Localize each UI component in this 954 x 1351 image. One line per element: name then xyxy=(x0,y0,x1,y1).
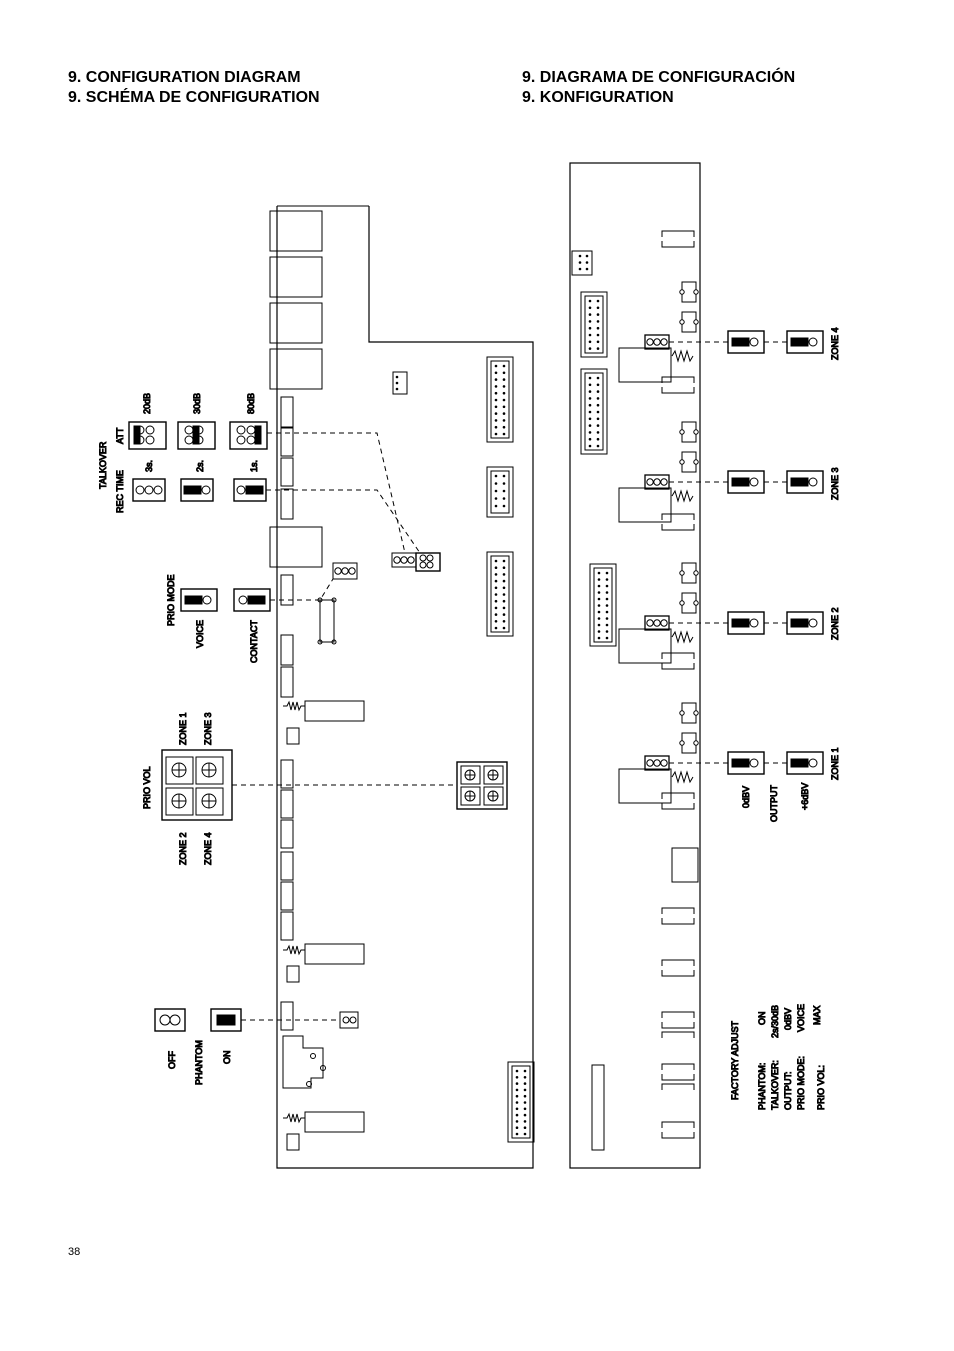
right-clips xyxy=(661,230,695,1139)
phantom-label: PHANTOM xyxy=(194,1040,204,1085)
zone-3-label: ZONE 3 xyxy=(830,467,840,500)
att-jumpers xyxy=(128,421,268,450)
zone-4-label: ZONE 4 xyxy=(830,327,840,360)
prio-mode-label: PRIO MODE xyxy=(166,574,176,626)
onboard-jumper-detail xyxy=(334,554,434,575)
rec-1s-label: 1s. xyxy=(249,460,259,472)
page-number: 38 xyxy=(68,1246,81,1258)
title-left-2: 9. SCHÉMA DE CONFIGURATION xyxy=(68,89,320,106)
prio-vol-label: PRIO VOL xyxy=(142,766,152,809)
prio-zone3-label: ZONE 3 xyxy=(203,712,213,745)
prio-zone2-label: ZONE 2 xyxy=(178,832,188,865)
on-label: ON xyxy=(222,1051,232,1065)
att-jumper-detail xyxy=(133,425,262,445)
onboard-jumpers xyxy=(332,552,441,580)
talkover-label: TALKOVER xyxy=(98,441,108,489)
factory-adjust-title: FACTORY ADJUST xyxy=(730,1020,740,1100)
left-connector-blocks xyxy=(269,210,323,1031)
factory-priovol-value: MAX xyxy=(812,1005,822,1025)
left-pin-headers xyxy=(392,356,535,1143)
left-board-outline xyxy=(276,205,534,1169)
left-dashed-lines xyxy=(232,432,457,1021)
contact-label: CONTACT xyxy=(249,620,259,663)
prio-vol-pots xyxy=(161,749,508,821)
prio-jumper-detail xyxy=(184,595,266,605)
left-labels: TALKOVER REC TIME ATT 20dB 30dB 80dB 3s.… xyxy=(98,392,260,1085)
right-pin-headers xyxy=(571,250,699,1151)
factory-talkover-value: 2s/30dB xyxy=(770,1005,780,1038)
factory-priovol-name: PRIO VOL: xyxy=(816,1065,826,1110)
prio-zone4-label: ZONE 4 xyxy=(203,832,213,865)
factory-phantom-value: ON xyxy=(757,1012,767,1026)
factory-adjust: FACTORY ADJUST PHANTOM: TALKOVER: OUTPUT… xyxy=(730,1003,827,1110)
left-pin-dots xyxy=(395,364,527,1136)
pot-symbols xyxy=(171,762,499,809)
factory-priomode-name: PRIO MODE: xyxy=(796,1056,806,1110)
factory-output-value: 0dBV xyxy=(783,1008,793,1030)
title-right-1: 9. DIAGRAMA DE CONFIGURACIÓN xyxy=(522,69,796,86)
factory-priomode-value: VOICE xyxy=(796,1004,806,1032)
phantom-jumpers xyxy=(154,1008,359,1032)
att-30db-label: 30dB xyxy=(192,393,202,414)
phantom-jumper-detail xyxy=(159,1014,357,1026)
zone-1-label: ZONE 1 xyxy=(830,747,840,780)
right-pin-dots xyxy=(578,254,609,640)
off-label: OFF xyxy=(167,1051,177,1069)
att-20db-label: 20dB xyxy=(142,393,152,414)
voice-label: VOICE xyxy=(195,620,205,648)
rec-time-label: REC TIME xyxy=(115,470,125,513)
right-board-outline xyxy=(569,162,701,1169)
rec-3s-label: 3s. xyxy=(144,460,154,472)
left-coils xyxy=(282,597,365,1151)
title-left-1: 9. CONFIGURATION DIAGRAM xyxy=(68,69,301,86)
prio-zone1-label: ZONE 1 xyxy=(178,712,188,745)
factory-talkover-name: TALKOVER: xyxy=(770,1060,780,1110)
plus6dbv-label: +6dBV xyxy=(800,783,810,810)
right-labels: ZONE 4 ZONE 3 ZONE 2 ZONE 1 0dBV OUTPUT … xyxy=(741,327,841,823)
factory-phantom-name: PHANTOM: xyxy=(757,1063,767,1110)
att-80db-label: 80dB xyxy=(246,393,256,414)
odbv-label: 0dBV xyxy=(741,786,751,808)
rec-2s-label: 2s. xyxy=(195,460,205,472)
right-zone-circuits xyxy=(618,281,824,804)
att-label: ATT xyxy=(115,427,125,444)
rec-jumper-detail xyxy=(135,485,264,495)
factory-output-name: OUTPUT: xyxy=(783,1071,793,1110)
output-label: OUTPUT xyxy=(769,785,779,823)
title-right-2: 9. KONFIGURATION xyxy=(522,89,674,106)
zone-2-label: ZONE 2 xyxy=(830,607,840,640)
